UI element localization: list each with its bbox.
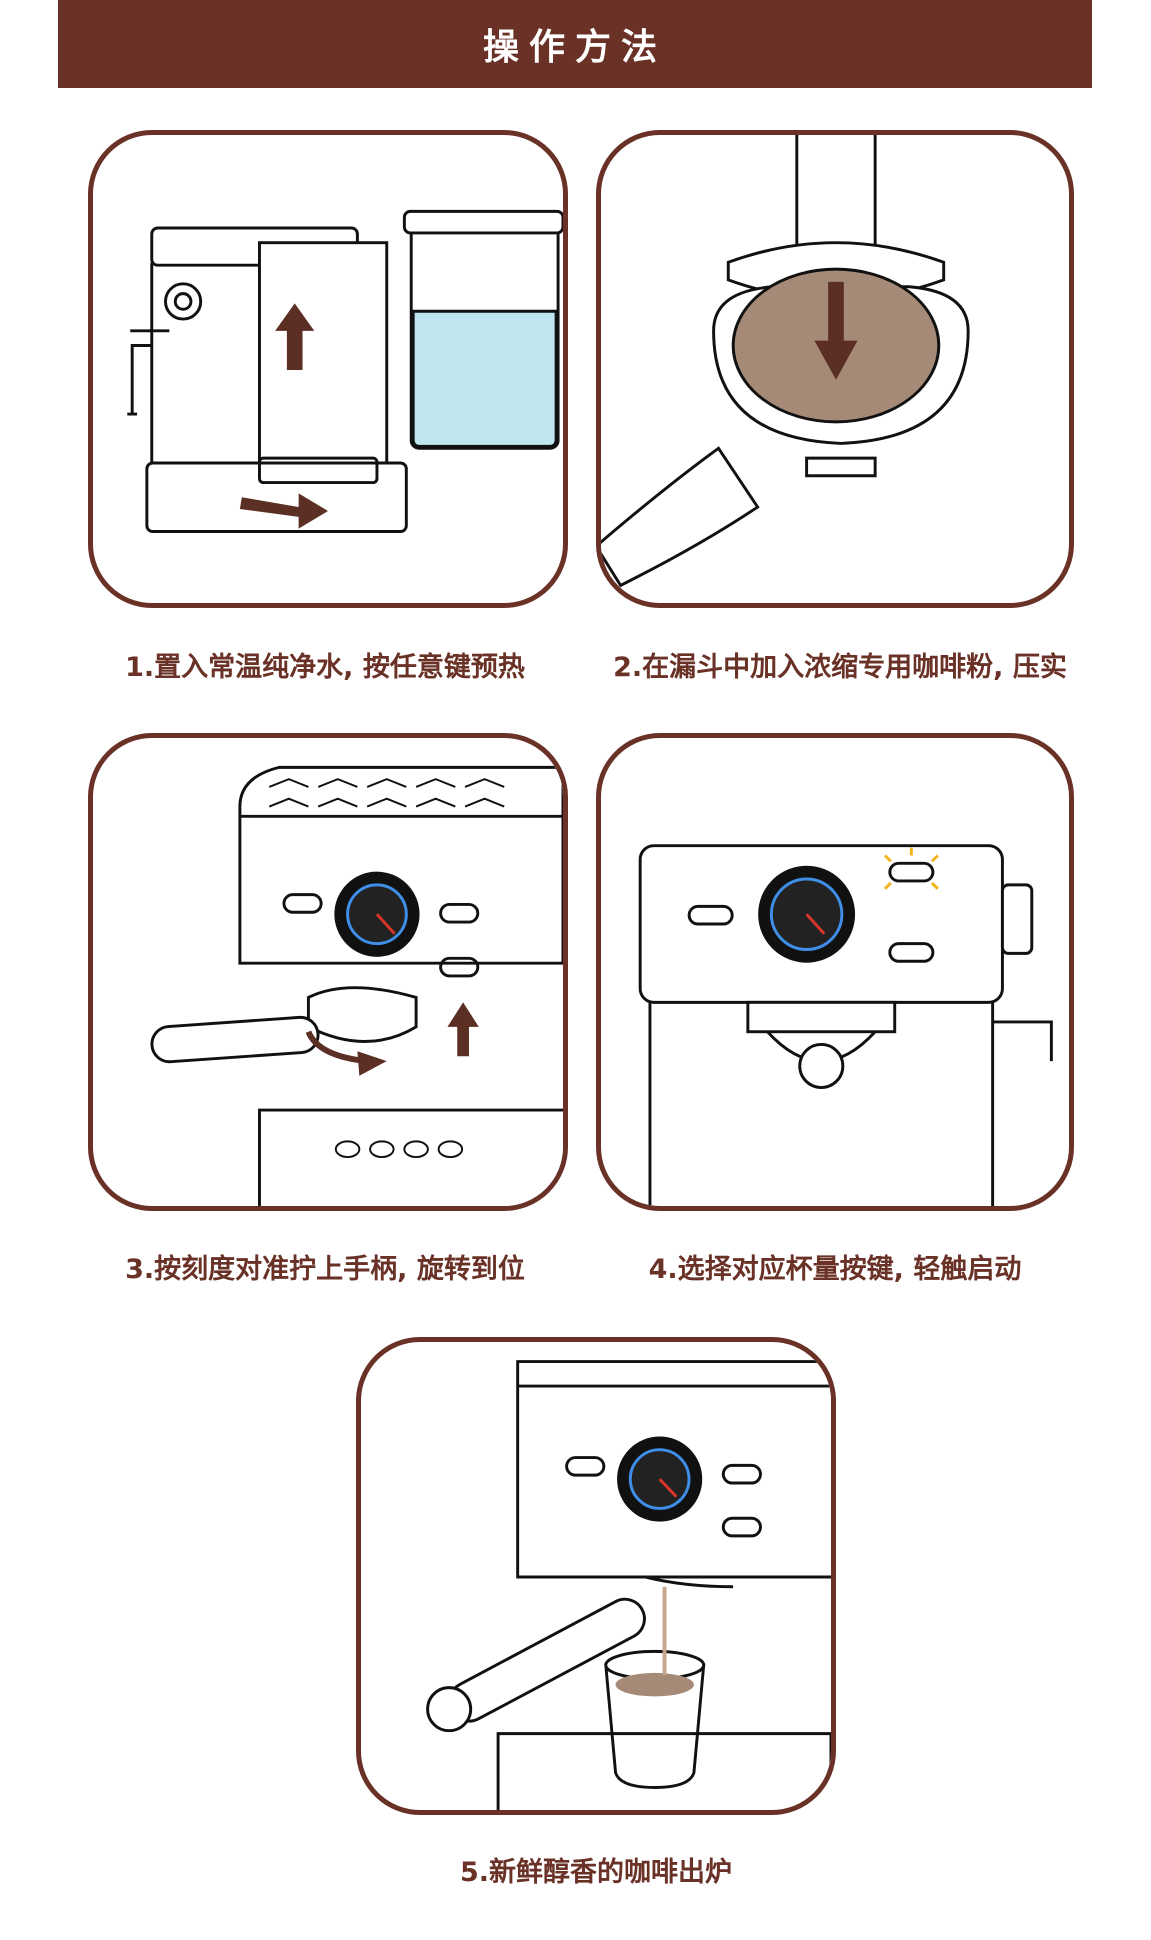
step-5-panel [356, 1337, 836, 1815]
step-5-caption: 5.新鲜醇香的咖啡出炉 [459, 1857, 733, 1888]
portafilter-icon [150, 765, 563, 1206]
step-2-panel [596, 130, 1074, 608]
tamper-icon [601, 135, 970, 588]
control-panel-icon [638, 844, 1053, 1206]
step-4-panel [596, 733, 1074, 1211]
page-title: 操作方法 [482, 27, 667, 68]
step-1-caption: 1.置入常温纯净水, 按任意键预热 [125, 652, 525, 683]
step-3-caption: 3.按刻度对准拧上手柄, 旋转到位 [125, 1254, 525, 1285]
water-tank-icon [127, 209, 563, 533]
step-3-panel [88, 733, 568, 1211]
header-bar: 操作方法 [58, 0, 1092, 88]
step-2-caption: 2.在漏斗中加入浓缩专用咖啡粉, 压实 [613, 652, 1067, 683]
step-1-panel [88, 130, 568, 608]
coffee-cup-icon [426, 1360, 831, 1810]
water-fill [411, 309, 558, 448]
step-4-caption: 4.选择对应杯量按键, 轻触启动 [648, 1254, 1022, 1285]
